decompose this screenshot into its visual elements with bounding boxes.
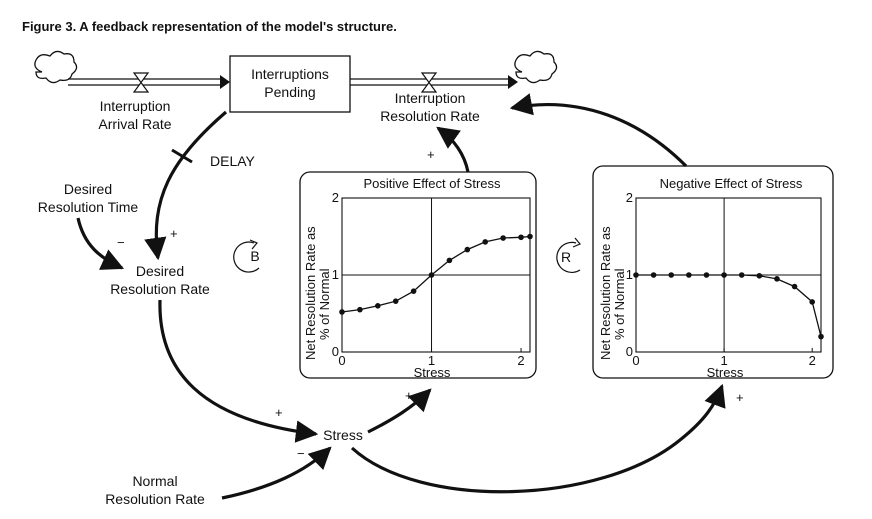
data-point	[721, 272, 727, 278]
sink-cloud-icon	[514, 50, 558, 84]
x-tick-label: 1	[428, 353, 435, 368]
data-point	[410, 288, 417, 294]
arrival-rate-label-2: Arrival Rate	[98, 116, 171, 132]
loop-r-label: R	[561, 249, 571, 265]
positive-chart-xlabel: Stress	[414, 365, 451, 380]
negative-chart-xlabel: Stress	[707, 365, 744, 380]
sign-stress-to-negative: +	[736, 390, 744, 405]
sign-normal-to-stress: −	[297, 446, 305, 461]
inflow-valve-icon	[132, 72, 150, 93]
link-pending-to-desired-rate	[144, 110, 228, 261]
desired-rate-label-2: Resolution Rate	[110, 281, 210, 297]
data-point	[482, 239, 489, 245]
stock-interruptions-pending: Interruptions Pending	[229, 55, 351, 113]
stress-label: Stress	[323, 427, 363, 443]
data-point	[703, 272, 710, 278]
link-desired-rate-to-stress	[158, 299, 319, 443]
desired-time-label-1: Desired	[64, 181, 112, 197]
y-tick-label: 1	[626, 267, 633, 282]
negative-chart-ylabel-1: Net Resolution Rate as	[598, 226, 613, 360]
link-normal-rate-to-stress	[221, 446, 332, 500]
data-point	[756, 272, 763, 279]
link-negative-effect-to-resolution	[509, 93, 688, 168]
positive-chart-title: Positive Effect of Stress	[363, 176, 501, 191]
y-tick-label: 0	[332, 344, 339, 359]
normal-rate-label-1: Normal	[132, 473, 177, 489]
data-point	[392, 298, 399, 304]
negative-chart-ylabel-2: % of Normal	[612, 268, 627, 340]
y-tick-label: 2	[332, 190, 339, 205]
desired-rate-label-1: Desired	[136, 263, 184, 279]
data-point	[668, 272, 675, 278]
data-point	[357, 306, 363, 313]
normal-rate-label-2: Resolution Rate	[105, 491, 205, 507]
data-point	[518, 234, 524, 241]
stock-label-line2: Pending	[264, 84, 315, 100]
y-tick-label: 0	[626, 344, 633, 359]
resolution-rate-label-1: Interruption	[395, 90, 466, 106]
sign-pending-to-desired: +	[170, 226, 178, 241]
desired-time-label-2: Resolution Time	[38, 199, 139, 215]
outflow-valve-icon	[420, 72, 438, 93]
positive-effect-chart: Positive Effect of Stress Net Resolution…	[299, 171, 537, 380]
data-point	[375, 303, 381, 309]
y-tick-label: 1	[332, 267, 339, 282]
outflow-pipe	[350, 75, 518, 89]
sign-desired-to-stress: +	[275, 405, 283, 420]
delay-mark	[171, 148, 193, 164]
delay-label: DELAY	[210, 153, 256, 169]
link-time-to-desired-rate	[76, 217, 125, 270]
sign-time-to-desired: −	[117, 235, 125, 250]
y-tick-label: 2	[626, 190, 633, 205]
x-tick-label: 0	[338, 353, 345, 368]
loop-b-label: B	[250, 248, 259, 264]
negative-chart-title: Negative Effect of Stress	[660, 176, 803, 191]
data-point	[633, 272, 639, 278]
x-tick-label: 2	[809, 353, 816, 368]
data-point	[464, 246, 471, 253]
source-cloud-icon	[34, 50, 78, 84]
data-point	[650, 272, 657, 278]
x-tick-label: 0	[632, 353, 639, 368]
negative-chart-frame	[592, 165, 834, 379]
positive-chart-plot: 0 1 2 0 1 2	[332, 190, 533, 368]
sign-positive-to-resolution: +	[427, 147, 435, 162]
stock-label-line1: Interruptions	[251, 66, 329, 82]
data-point	[500, 235, 506, 241]
sign-stress-to-positive: +	[405, 388, 413, 403]
resolution-rate-label-2: Resolution Rate	[380, 108, 480, 124]
series-line	[636, 274, 822, 337]
data-point	[809, 299, 815, 305]
arrival-rate-label-1: Interruption	[100, 98, 171, 114]
x-tick-label: 2	[517, 353, 524, 368]
data-point	[527, 233, 533, 240]
data-point	[339, 309, 345, 315]
positive-chart-ylabel-2: % of Normal	[317, 268, 332, 340]
data-point	[818, 333, 824, 340]
inflow-pipe	[68, 75, 230, 89]
link-positive-effect-to-resolution	[436, 126, 470, 173]
data-point	[446, 257, 453, 264]
data-point	[428, 272, 435, 278]
link-stress-to-positive-effect	[367, 388, 432, 434]
figure-title: Figure 3. A feedback representation of t…	[22, 19, 397, 34]
negative-chart-plot: 0 1 2 0 1 2	[626, 190, 824, 368]
reinforcing-loop-marker: R	[556, 237, 581, 273]
link-stress-to-negative-effect	[350, 383, 726, 494]
data-point	[738, 272, 745, 278]
balancing-loop-marker: B	[233, 239, 260, 273]
series-line	[341, 235, 531, 313]
data-point	[774, 276, 780, 282]
positive-chart-ylabel-1: Net Resolution Rate as	[303, 226, 318, 360]
data-point	[686, 272, 692, 278]
x-tick-label: 1	[720, 353, 727, 368]
data-point	[791, 283, 798, 290]
negative-effect-chart: Negative Effect of Stress Net Resolution…	[592, 165, 834, 380]
